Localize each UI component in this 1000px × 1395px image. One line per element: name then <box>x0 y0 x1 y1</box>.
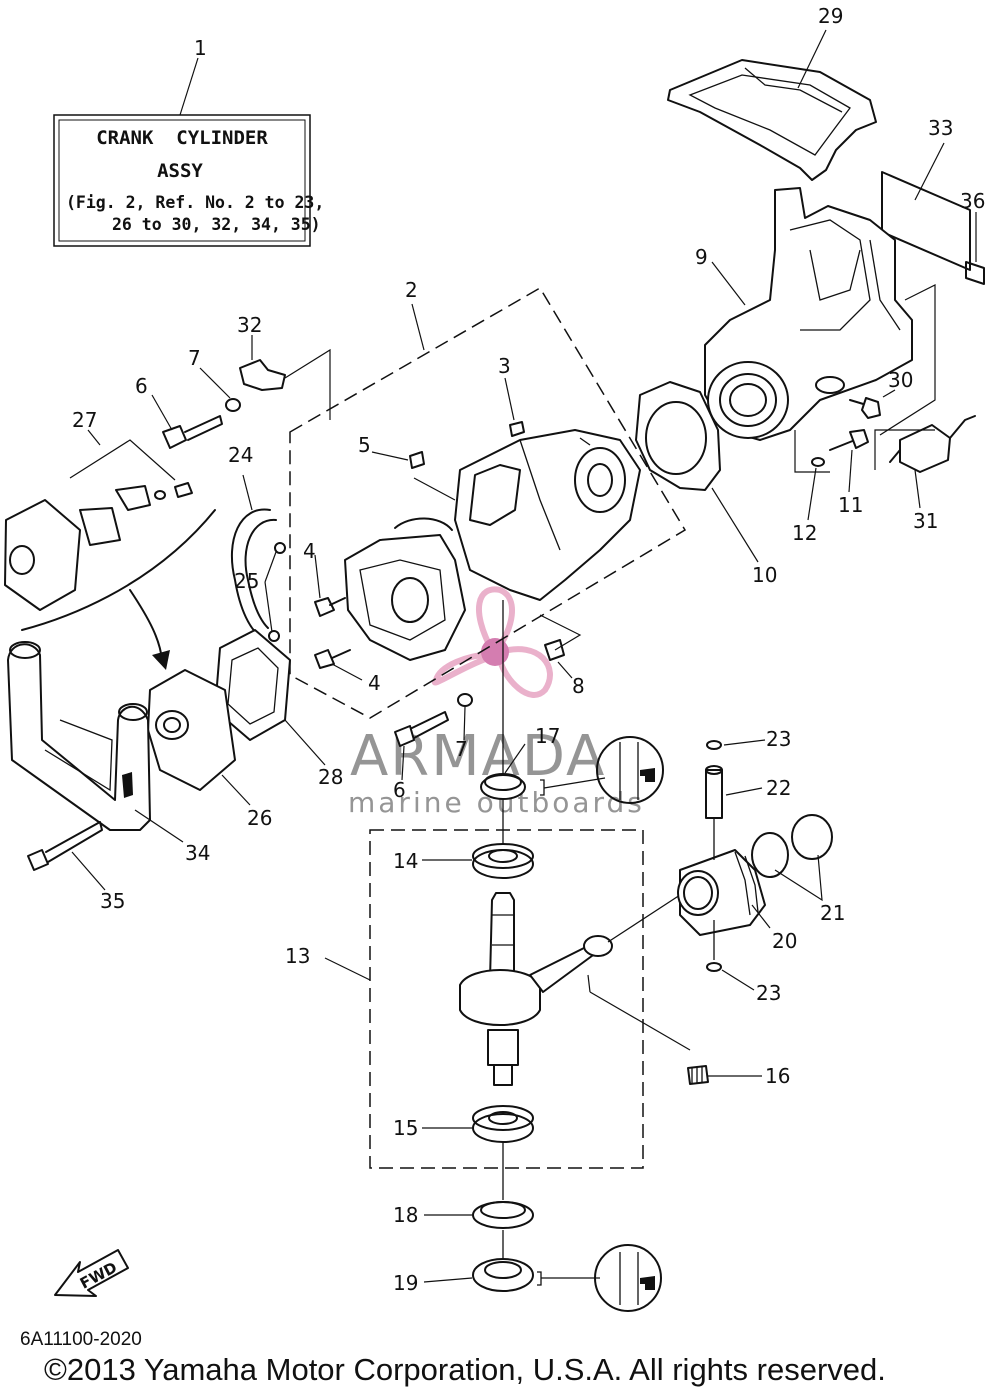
ref-32: 32 <box>237 313 262 337</box>
ref-5: 5 <box>358 433 371 457</box>
ref-8: 8 <box>572 674 585 698</box>
ref-11: 11 <box>838 493 863 517</box>
part-5-dowel <box>371 451 456 501</box>
part-19-oil-seal <box>423 1244 662 1312</box>
ref-19: 19 <box>393 1271 418 1295</box>
reed-valve-inset <box>4 499 216 631</box>
ref-23b: 23 <box>756 981 781 1005</box>
connecting-rod <box>529 894 691 1051</box>
part-17-oil-seal <box>480 736 664 804</box>
part-27-reed-valve <box>69 429 193 546</box>
ref-25: 25 <box>234 569 259 593</box>
propeller-logo <box>431 586 553 698</box>
ref-12: 12 <box>792 521 817 545</box>
ref-1: 1 <box>194 36 207 60</box>
ref-17: 17 <box>535 724 560 748</box>
part-15-bearing <box>422 1105 534 1143</box>
ref-15: 15 <box>393 1116 418 1140</box>
part-30-bolt <box>849 389 896 419</box>
assy-fig-line2: 26 to 30, 32, 34, 35) <box>112 215 321 234</box>
assy-fig-line1: (Fig. 2, Ref. No. 2 to 23, <box>66 193 324 212</box>
ref-21: 21 <box>820 901 845 925</box>
ref-6a: 6 <box>135 374 148 398</box>
ref-4b: 4 <box>368 671 381 695</box>
part-24-hose <box>230 474 277 639</box>
ref-35: 35 <box>100 889 125 913</box>
part-7-washer-bottom <box>457 693 473 741</box>
ref-30: 30 <box>888 368 913 392</box>
part-26-intake-manifold <box>147 669 251 806</box>
part-25-clip <box>264 542 286 642</box>
cylinder-block <box>454 429 641 601</box>
ref-29: 29 <box>818 4 843 28</box>
part-4-screw-b <box>314 649 363 681</box>
part-3-dowel <box>504 377 525 437</box>
ref-34: 34 <box>185 841 210 865</box>
ref-26: 26 <box>247 806 272 830</box>
assy-label-box: CRANK CYLINDER ASSY (Fig. 2, Ref. No. 2 … <box>53 57 324 247</box>
part-2-crankcase-group <box>289 286 687 719</box>
ref-13: 13 <box>285 944 310 968</box>
ref-36: 36 <box>960 189 985 213</box>
ref-10: 10 <box>752 563 777 587</box>
part-16-needle-bearing <box>687 1065 762 1085</box>
assy-title-line2: ASSY <box>157 160 203 182</box>
part-4-screw-a <box>314 554 346 617</box>
ref-14: 14 <box>393 849 418 873</box>
ref-16: 16 <box>765 1064 790 1088</box>
part-18-oil-seal <box>424 1201 534 1229</box>
ref-9: 9 <box>695 245 708 269</box>
copyright-notice: ©2013 Yamaha Motor Corporation, U.S.A. A… <box>44 1352 886 1387</box>
ref-7a: 7 <box>188 346 201 370</box>
ref-31: 31 <box>913 509 938 533</box>
watermark-brand: ARMADA <box>350 724 606 789</box>
part-7-washer-top <box>199 367 241 412</box>
ref-33: 33 <box>928 116 953 140</box>
part-8-dowel <box>539 614 582 679</box>
assy-title-line1: CRANK CYLINDER <box>96 127 268 149</box>
part-22-piston-pin <box>705 765 763 819</box>
part-23-clip-bottom <box>706 962 755 991</box>
ref-22: 22 <box>766 776 791 800</box>
ref-6b: 6 <box>393 778 406 802</box>
ref-24: 24 <box>228 443 253 467</box>
part-29-gasket <box>667 29 877 181</box>
part-12-washer <box>794 430 830 521</box>
part-9-housing <box>704 187 936 441</box>
diagram-code: 6A11100-2020 <box>20 1329 142 1350</box>
part-20-piston <box>677 815 771 960</box>
ref-18: 18 <box>393 1203 418 1227</box>
ref-4a: 4 <box>303 539 316 563</box>
part-6-bolt-bottom <box>394 711 449 781</box>
ref-20: 20 <box>772 929 797 953</box>
ref-23a: 23 <box>766 727 791 751</box>
ref-28: 28 <box>318 765 343 789</box>
part-34-exhaust-guide <box>7 641 184 843</box>
part-35-bolt <box>27 821 106 891</box>
part-32-clamp <box>239 335 331 420</box>
ref-2: 2 <box>405 278 418 302</box>
part-33-36-label-plate <box>881 142 985 285</box>
part-21-piston-rings <box>751 814 833 902</box>
crankcase-half <box>344 517 466 661</box>
fwd-direction-arrow: FWD <box>54 1249 129 1297</box>
crankshaft <box>459 892 541 1086</box>
armada-watermark: ARMADA marine outboards <box>348 586 642 819</box>
ref-27: 27 <box>72 408 97 432</box>
part-11-bolt <box>829 429 869 493</box>
part-28-gasket <box>214 629 326 766</box>
ref-7b: 7 <box>455 737 468 761</box>
part-14-bearing <box>422 843 534 879</box>
part-23-clip-top <box>706 739 766 750</box>
part-31-temp-sensor <box>874 415 976 509</box>
crankshaft-group <box>324 600 644 1260</box>
ref-3: 3 <box>498 354 511 378</box>
inset-arrow <box>129 589 170 670</box>
reference-numbers: 1 2 3 4 4 5 6 6 7 7 8 9 10 11 12 13 14 1… <box>72 4 985 1295</box>
part-6-bolt-top <box>151 394 223 449</box>
part-10-gasket <box>635 381 759 563</box>
